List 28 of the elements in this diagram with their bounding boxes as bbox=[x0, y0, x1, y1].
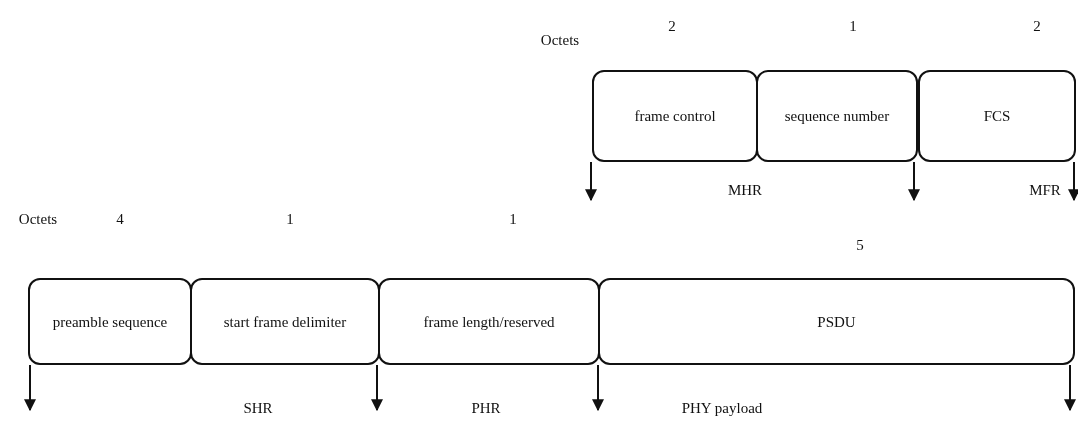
unit-label: Octets bbox=[18, 211, 58, 228]
frame-field-box bbox=[190, 278, 380, 365]
frame-field-box bbox=[592, 70, 758, 162]
frame-field-box bbox=[598, 278, 1075, 365]
header-label: SHR bbox=[243, 400, 273, 417]
octet-count: 4 bbox=[116, 211, 124, 228]
frame-field-box bbox=[918, 70, 1076, 162]
field-name: PSDU bbox=[817, 312, 856, 332]
header-label: MHR bbox=[727, 182, 763, 199]
field-name: frame length/reserved bbox=[423, 312, 555, 332]
octet-count: 2 bbox=[668, 18, 676, 35]
field-name: frame control bbox=[634, 107, 716, 126]
field-name: sequence number bbox=[784, 107, 890, 126]
header-label: MFR bbox=[1029, 182, 1061, 199]
header-label: PHR bbox=[471, 400, 501, 417]
unit-label: Octets bbox=[540, 32, 580, 49]
octet-count: 2 bbox=[1033, 18, 1041, 35]
field-name: preamble sequence bbox=[52, 312, 168, 332]
octet-count: 1 bbox=[849, 18, 857, 35]
frame-field-box bbox=[28, 278, 192, 365]
frame-field-box bbox=[756, 70, 918, 162]
field-name: start frame delimiter bbox=[223, 312, 347, 332]
octet-count: 1 bbox=[286, 211, 294, 228]
frame-field-box bbox=[378, 278, 600, 365]
header-label: PHY payload bbox=[681, 400, 763, 417]
octet-count: 5 bbox=[856, 237, 864, 254]
octet-count: 1 bbox=[509, 211, 517, 228]
field-name: FCS bbox=[983, 107, 1011, 126]
